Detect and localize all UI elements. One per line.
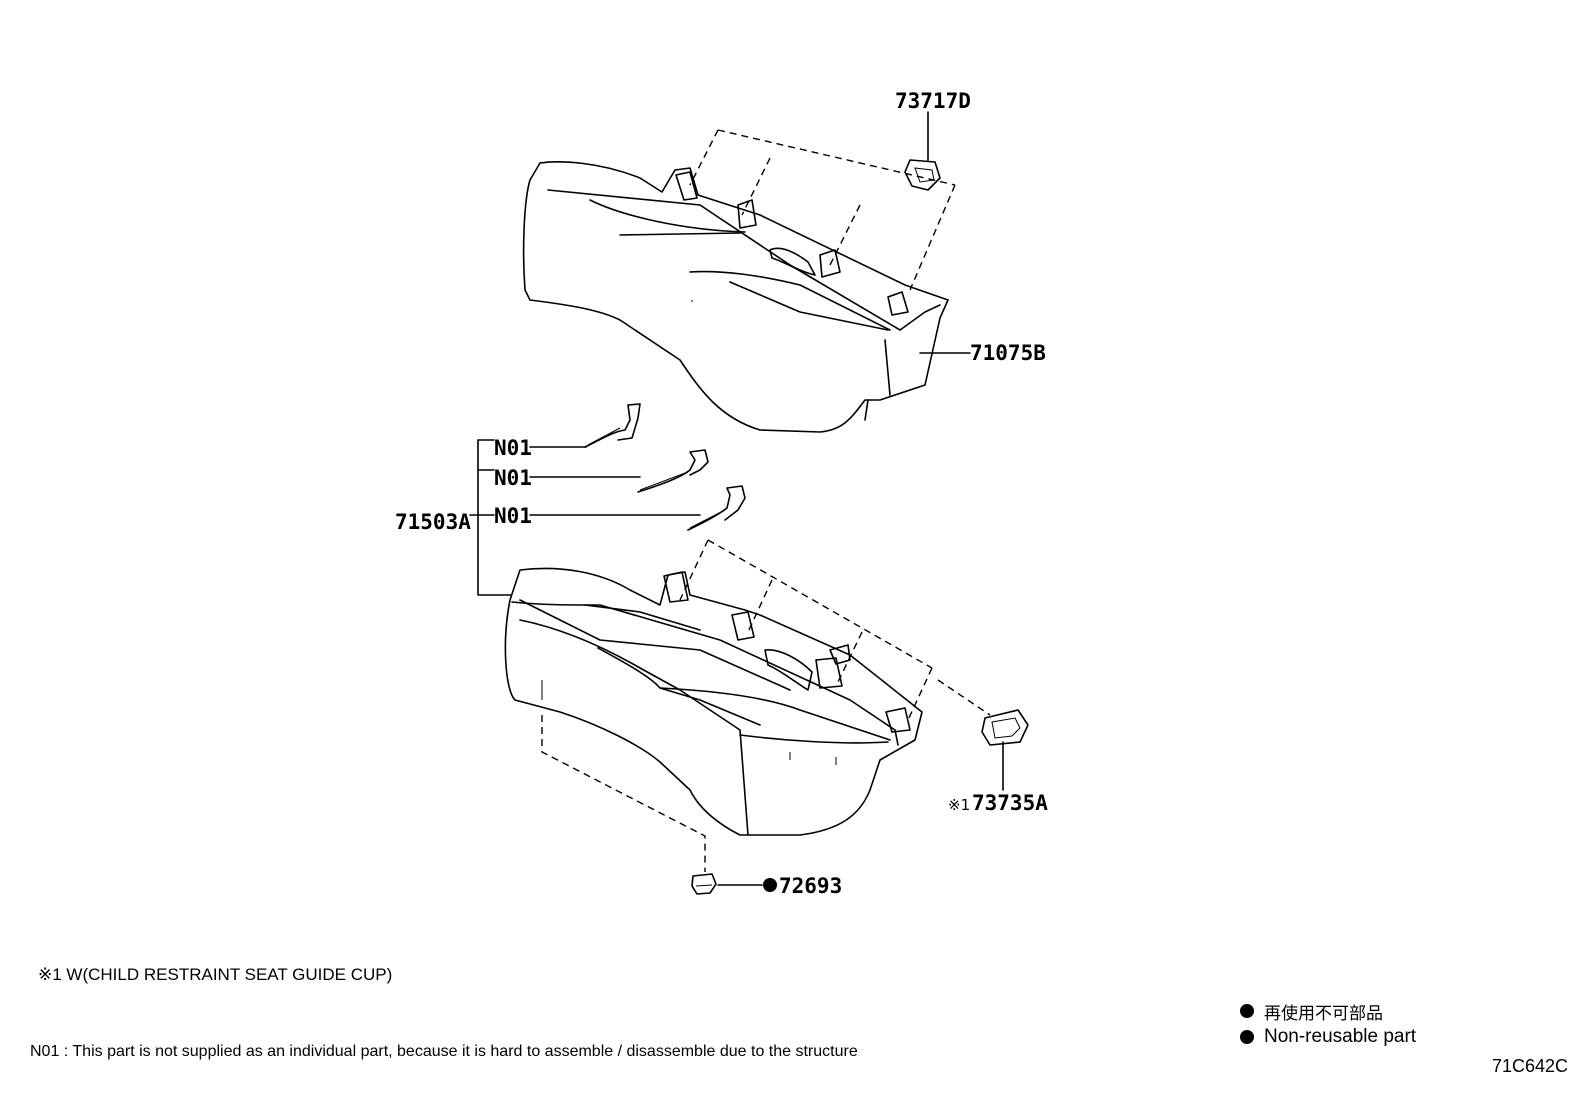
footnote-n01: N01 : This part is not supplied as an in… — [30, 1043, 858, 1060]
guide-cup-illustration — [981, 709, 1029, 746]
figure-id: 71C642C — [1492, 1056, 1569, 1076]
callout-72693: 72693 — [779, 874, 842, 898]
callout-n01-2: N01 — [494, 466, 532, 490]
n01-wire-2-illustration — [637, 449, 709, 493]
callout-71075b: 71075B — [970, 341, 1046, 365]
footnote-child-restraint: ※1 W(CHILD RESTRAINT SEAT GUIDE CUP) — [38, 965, 393, 984]
lower-assembly-guides — [541, 539, 991, 872]
legend-label-ja: 再使用不可部品 — [1264, 1003, 1383, 1023]
seatback-cover-illustration — [522, 161, 949, 433]
callout-n01-1: N01 — [494, 436, 532, 460]
callout-73717d: 73717D — [895, 89, 971, 113]
callout-73735a: 73735A — [972, 791, 1048, 815]
upper-assembly-guides — [689, 129, 956, 291]
legend-row-ja: 再使用不可部品 — [1240, 998, 1416, 1024]
seat-cushion-illustration — [504, 567, 923, 836]
callout-guide-cup-mark: ※1 — [948, 796, 970, 814]
non-reusable-dot-icon — [1240, 1004, 1254, 1018]
callout-71503a: 71503A — [395, 510, 471, 534]
clip-72693-illustration — [691, 873, 717, 895]
legend-row-en: Non-reusable part — [1240, 1024, 1416, 1050]
assy-bracket — [469, 439, 701, 596]
n01-wire-3-illustration — [687, 485, 746, 531]
non-reusable-dot-icon — [1240, 1030, 1254, 1044]
legend-label-en: Non-reusable part — [1264, 1026, 1417, 1047]
legend: 再使用不可部品 Non-reusable part — [1240, 998, 1416, 1050]
non-reusable-marker-72693 — [763, 878, 777, 892]
callout-n01-3: N01 — [494, 504, 532, 528]
n01-wire-1-illustration — [584, 403, 641, 448]
leader-lines — [717, 111, 1004, 886]
